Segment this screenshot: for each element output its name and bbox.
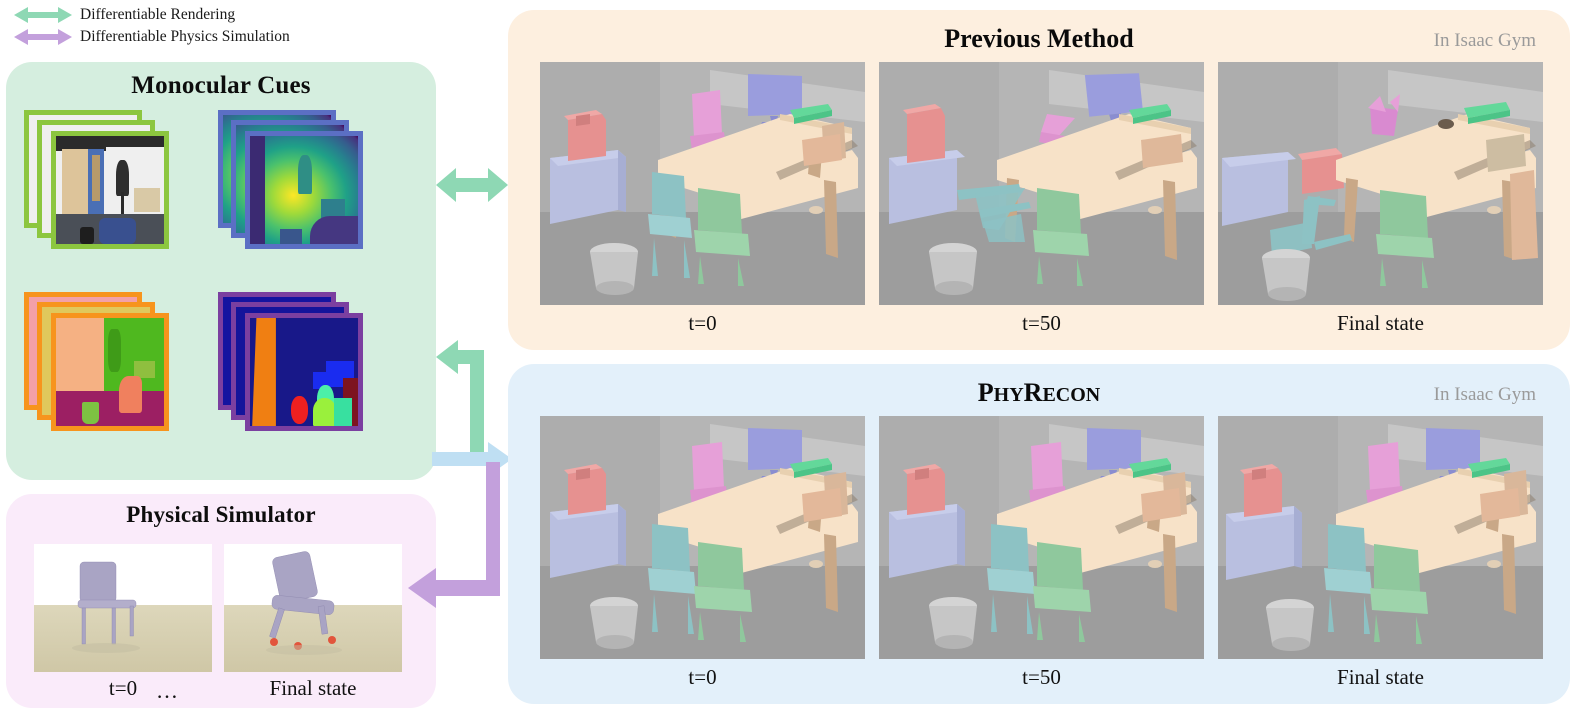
physical-simulator-panel: Physical Simulator t=0 …	[6, 494, 436, 708]
simulator-frame-initial	[34, 544, 212, 672]
previous-frame-t50: t=50	[879, 62, 1204, 336]
simulator-ellipsis: …	[156, 678, 178, 703]
frame-caption: t=0	[688, 311, 717, 335]
phyrecon-frame-t0: t=0	[540, 416, 865, 690]
previous-frame-t0: t=0	[540, 62, 865, 336]
scene-render	[1218, 416, 1543, 659]
frame-caption: t=50	[1022, 665, 1061, 689]
monocular-cues-panel: Monocular Cues	[6, 62, 436, 480]
legend-item-rendering: Differentiable Rendering	[14, 4, 434, 26]
differentiable-rendering-arrow	[436, 168, 508, 202]
legend-label-physics: Differentiable Physics Simulation	[80, 28, 290, 45]
frame-caption: t=50	[1022, 311, 1061, 335]
frame-caption: Final state	[1337, 665, 1424, 689]
phyrecon-frame-t50: t=50	[879, 416, 1204, 690]
differentiable-physics-arrow	[408, 462, 500, 608]
phyrecon-title-hy: HY	[993, 384, 1024, 406]
frame-caption: Final state	[1337, 311, 1424, 335]
double-arrow-icon	[14, 7, 72, 23]
segmentation-map-stack	[218, 292, 368, 440]
phyrecon-title-p: P	[977, 378, 994, 407]
previous-method-gym-tag: In Isaac Gym	[1433, 30, 1536, 51]
simulator-frame-final	[224, 544, 402, 672]
phyrecon-title-r: R	[1023, 378, 1043, 407]
rgb-image-stack	[24, 110, 174, 258]
phyrecon-title: PHYRECON	[508, 378, 1570, 408]
phyrecon-frames: t=0	[540, 416, 1543, 690]
phyrecon-title-econ: ECON	[1042, 384, 1101, 406]
scene-render	[540, 416, 865, 659]
frame-caption: t=0	[688, 665, 717, 689]
scene-render	[879, 416, 1204, 659]
depth-map-stack	[218, 110, 368, 258]
physical-simulator-title: Physical Simulator	[126, 502, 316, 527]
simulator-caption-final: Final state	[269, 676, 357, 700]
scene-render	[879, 62, 1204, 305]
phyrecon-frame-final: Final state	[1218, 416, 1543, 690]
legend-label-rendering: Differentiable Rendering	[80, 6, 236, 23]
phyrecon-panel: PHYRECON In Isaac Gym	[508, 364, 1570, 704]
previous-method-frames: t=0	[540, 62, 1543, 336]
scene-render	[540, 62, 865, 305]
scene-render	[1218, 62, 1543, 305]
normal-map-stack	[24, 292, 174, 440]
previous-frame-final: Final state	[1218, 62, 1543, 336]
double-arrow-icon	[14, 29, 72, 45]
previous-method-title: Previous Method	[944, 24, 1134, 53]
phyrecon-gym-tag: In Isaac Gym	[1433, 384, 1536, 405]
legend-item-physics: Differentiable Physics Simulation	[14, 26, 434, 48]
monocular-cues-title: Monocular Cues	[131, 72, 311, 99]
rendering-feedback-arrow	[436, 340, 484, 456]
simulator-caption-initial: t=0	[108, 676, 138, 700]
previous-method-panel: Previous Method In Isaac Gym	[508, 10, 1570, 350]
legend: Differentiable Rendering Differentiable …	[14, 4, 434, 48]
